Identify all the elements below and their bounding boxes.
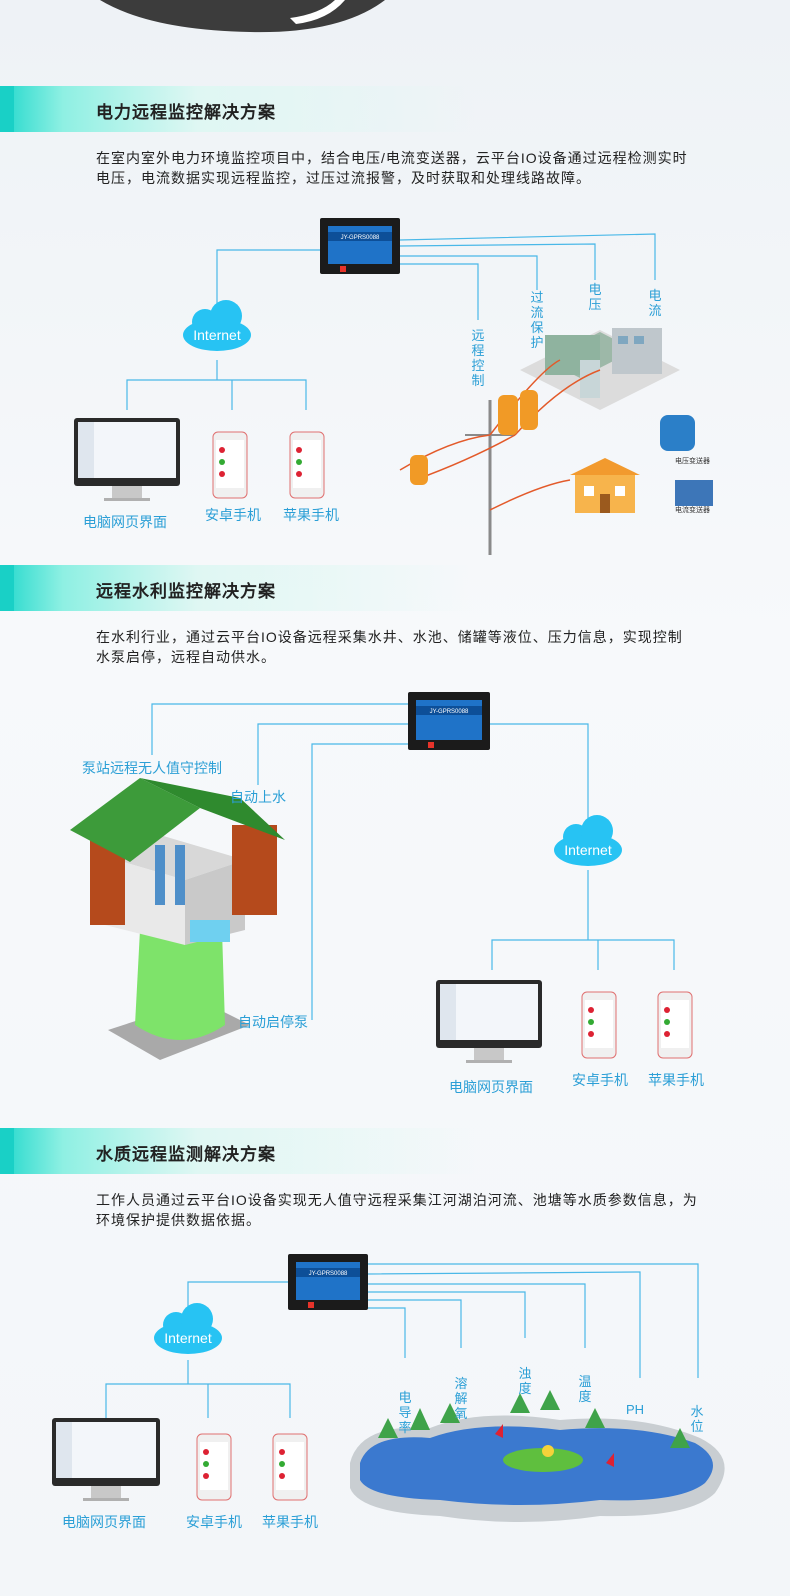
client-label-android: 安卓手机 [572, 1072, 628, 1088]
signal-auto-pump: 自动启停泵 [238, 1014, 308, 1030]
computer-monitor-icon [52, 1418, 160, 1501]
pump-station-illustration [70, 778, 285, 1060]
svg-text:Internet: Internet [164, 1330, 212, 1346]
cloud-icon: Internet [183, 300, 251, 351]
signal-water-level: 水位 [690, 1404, 704, 1434]
water-quality-diagram: JY-GPRS0088 Internet [52, 1254, 725, 1522]
client-label-android: 安卓手机 [186, 1514, 242, 1530]
signal-dissolved-oxygen: 溶解氧 [454, 1376, 468, 1421]
client-label-pc: 电脑网页界面 [62, 1514, 146, 1530]
signal-turbidity: 浊度 [518, 1366, 532, 1396]
signal-pump-station-control: 泵站远程无人值守控制 [82, 760, 222, 776]
svg-text:JY-GPRS0088: JY-GPRS0088 [309, 1271, 348, 1277]
client-label-android: 安卓手机 [205, 507, 261, 523]
water-conservancy-diagram: JY-GPRS0088 Internet [70, 692, 693, 1063]
computer-monitor-icon [74, 418, 180, 501]
section-title: 水质远程监测解决方案 [96, 1145, 276, 1164]
signal-voltage: 电压 [588, 282, 602, 312]
android-phone-icon [581, 991, 617, 1059]
section-title: 远程水利监控解决方案 [96, 582, 276, 601]
top-decoration [100, 0, 385, 33]
section-accent [0, 1128, 14, 1174]
svg-text:JY-GPRS0088: JY-GPRS0088 [430, 709, 469, 715]
cloud-icon: Internet [554, 815, 622, 866]
cloud-icon: Internet [154, 1303, 222, 1354]
client-label-iphone: 苹果手机 [648, 1072, 704, 1088]
svg-text:Internet: Internet [564, 842, 612, 858]
signal-temperature: 温度 [578, 1374, 592, 1404]
io-device: JY-GPRS0088 [408, 692, 490, 750]
iphone-icon [272, 1433, 308, 1501]
io-device: JY-GPRS0088 [288, 1254, 368, 1310]
client-label-iphone: 苹果手机 [283, 507, 339, 523]
section-header-water-conservancy: 远程水利监控解决方案 [0, 565, 790, 611]
insulator-coils [410, 390, 538, 485]
io-device: JY-GPRS0088 [320, 218, 400, 274]
client-label-pc: 电脑网页界面 [449, 1079, 533, 1095]
section-accent [0, 565, 14, 611]
power-diagram: JY-GPRS0088 Internet [74, 218, 713, 555]
section-header-power: 电力远程监控解决方案 [0, 86, 790, 132]
client-label-iphone: 苹果手机 [262, 1514, 318, 1530]
signal-ph: PH [626, 1402, 645, 1417]
signal-overcurrent-protection: 过流保护 [530, 290, 544, 350]
section-title: 电力远程监控解决方案 [96, 103, 276, 122]
signal-auto-fill: 自动上水 [230, 789, 286, 805]
android-phone-icon [196, 1433, 232, 1501]
section-description: 工作人员通过云平台IO设备实现无人值守远程采集江河湖泊河流、池塘等水质参数信息，… [96, 1192, 698, 1228]
current-transmitter-icon [675, 480, 713, 506]
section-header-water-quality: 水质远程监测解决方案 [0, 1128, 790, 1174]
signal-conductivity: 电导率 [398, 1390, 412, 1435]
android-phone-icon [212, 431, 248, 499]
sensor-label-current: 电流变送器 [675, 507, 710, 514]
section-description: 在水利行业，通过云平台IO设备远程采集水井、水池、储罐等液位、压力信息，实现控制… [96, 629, 683, 665]
signal-remote-control: 远程控制 [471, 328, 485, 388]
voltage-transmitter-icon [660, 415, 695, 451]
house-icon [570, 458, 640, 513]
sensor-label-voltage: 电压变送器 [675, 458, 710, 465]
section-description: 在室内室外电力环境监控项目中，结合电压/电流变送器，云平台IO设备通过远程检测实… [96, 150, 688, 186]
svg-text:JY-GPRS0088: JY-GPRS0088 [341, 235, 380, 241]
section-accent [0, 86, 14, 132]
computer-monitor-icon [436, 980, 542, 1063]
svg-text:Internet: Internet [193, 327, 241, 343]
iphone-icon [289, 431, 325, 499]
power-station-illustration [520, 328, 713, 506]
client-label-pc: 电脑网页界面 [83, 514, 167, 530]
signal-current: 电流 [648, 288, 662, 318]
lake-illustration [350, 1390, 725, 1522]
iphone-icon [657, 991, 693, 1059]
